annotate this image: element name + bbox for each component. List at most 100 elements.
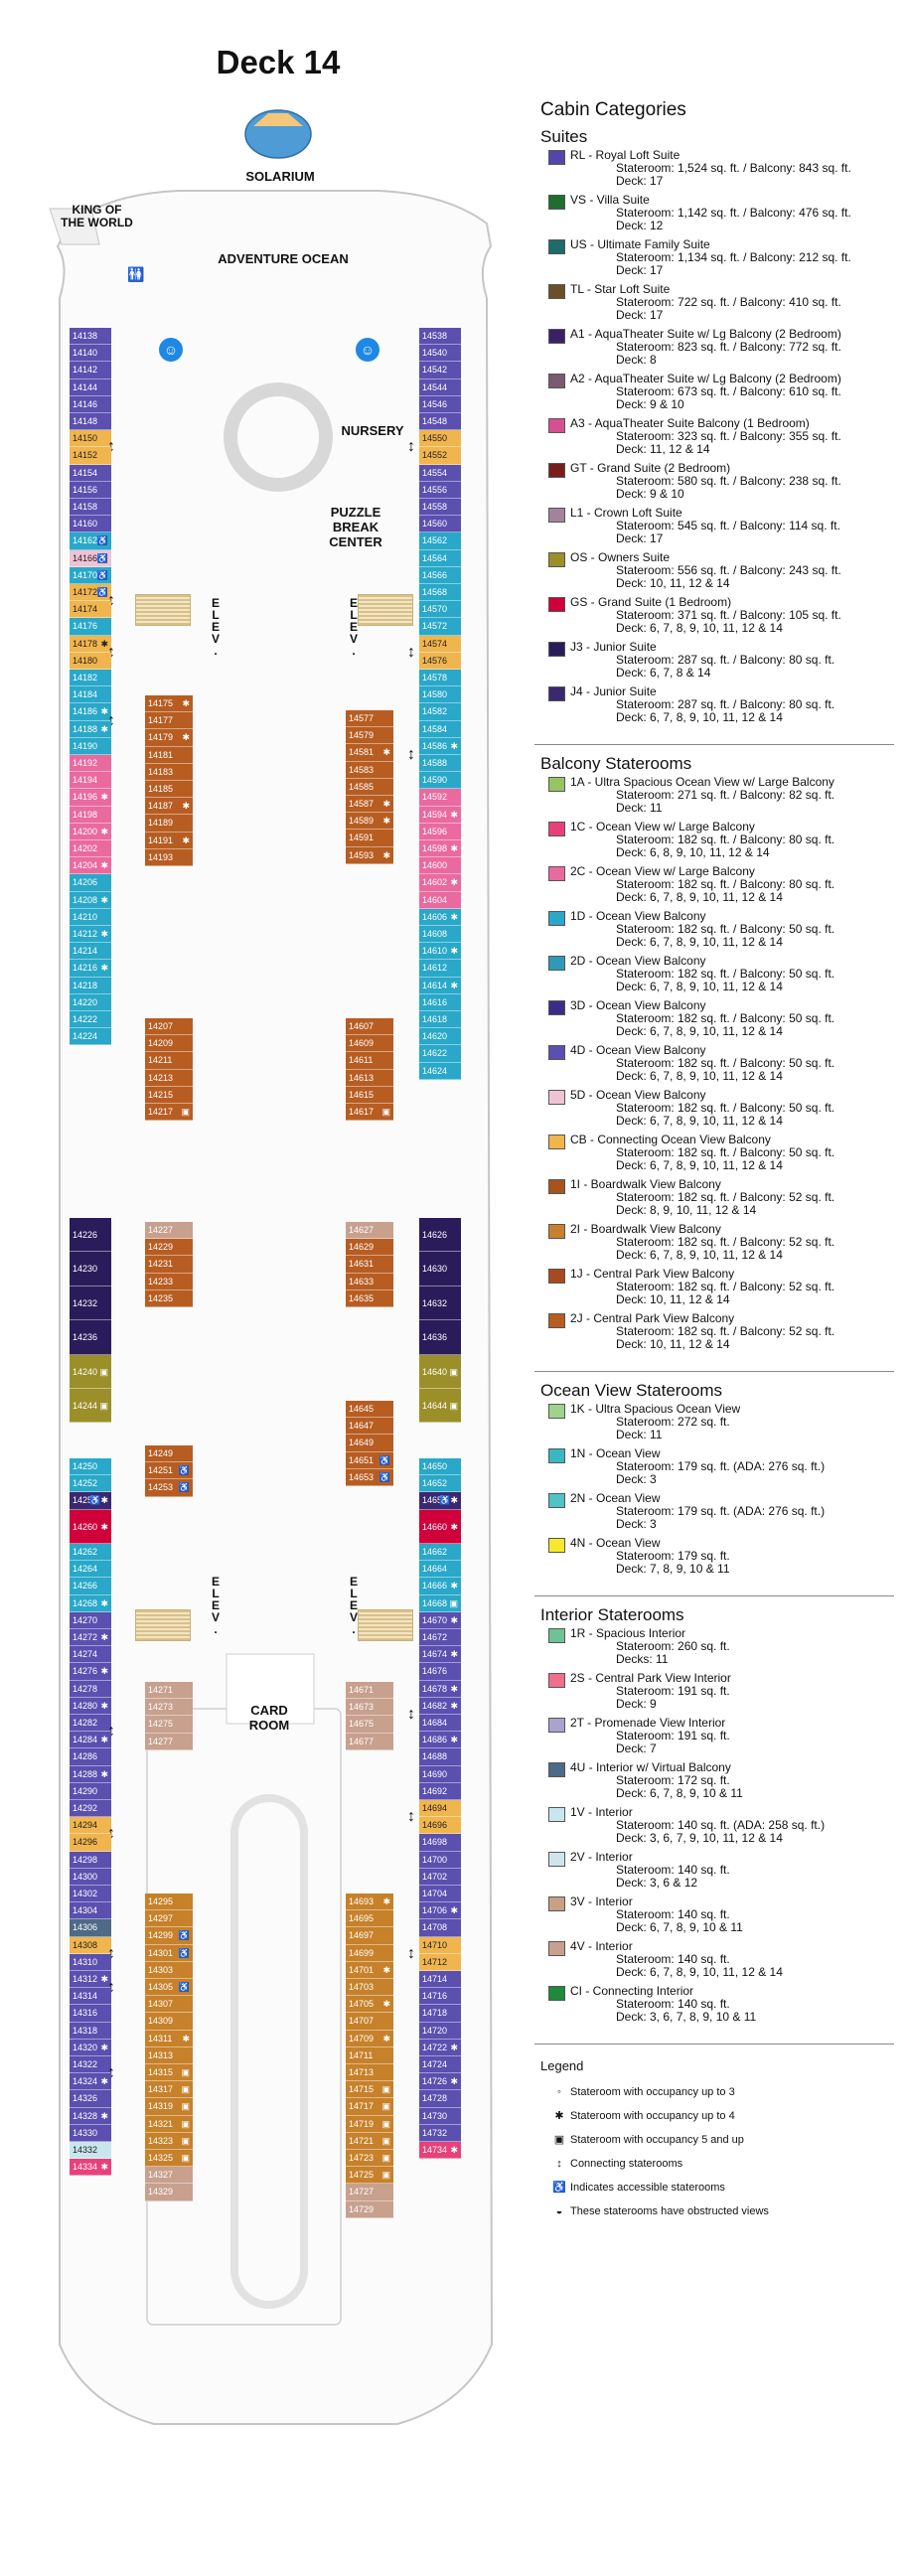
cabin-14172[interactable]: 14172♿ bbox=[70, 584, 111, 602]
cabin-14580[interactable]: 14580 bbox=[419, 686, 461, 704]
cabin-14251[interactable]: 14251♿ bbox=[145, 1462, 193, 1480]
cabin-14264[interactable]: 14264 bbox=[70, 1561, 111, 1579]
cabin-14616[interactable]: 14616 bbox=[419, 993, 461, 1011]
cabin-14674[interactable]: 14674✱ bbox=[419, 1646, 461, 1664]
cabin-14546[interactable]: 14546 bbox=[419, 395, 461, 413]
cabin-14626[interactable]: 14626 bbox=[419, 1218, 461, 1253]
cabin-14614[interactable]: 14614✱ bbox=[419, 977, 461, 994]
cabin-14556[interactable]: 14556 bbox=[419, 481, 461, 499]
cabin-14316[interactable]: 14316 bbox=[70, 2005, 111, 2023]
cabin-14604[interactable]: 14604 bbox=[419, 891, 461, 909]
cabin-14583[interactable]: 14583 bbox=[346, 761, 393, 779]
cabin-14548[interactable]: 14548 bbox=[419, 413, 461, 431]
cabin-14668[interactable]: 14668▣ bbox=[419, 1594, 461, 1612]
cabin-14635[interactable]: 14635 bbox=[346, 1289, 393, 1307]
cabin-14148[interactable]: 14148 bbox=[70, 413, 111, 431]
cabin-14160[interactable]: 14160 bbox=[70, 516, 111, 533]
cabin-14276[interactable]: 14276✱ bbox=[70, 1663, 111, 1681]
cabin-14632[interactable]: 14632 bbox=[419, 1286, 461, 1321]
cabin-14307[interactable]: 14307 bbox=[145, 1996, 193, 2014]
cabin-14707[interactable]: 14707 bbox=[346, 2013, 393, 2031]
cabin-14208[interactable]: 14208✱ bbox=[70, 891, 111, 909]
cabin-14607[interactable]: 14607 bbox=[346, 1018, 393, 1036]
cabin-14294[interactable]: 14294 bbox=[70, 1817, 111, 1835]
cabin-14202[interactable]: 14202 bbox=[70, 840, 111, 858]
cabin-14606[interactable]: 14606✱ bbox=[419, 908, 461, 926]
cabin-14271[interactable]: 14271 bbox=[145, 1682, 193, 1700]
cabin-14598[interactable]: 14598✱ bbox=[419, 840, 461, 858]
cabin-14702[interactable]: 14702 bbox=[419, 1868, 461, 1886]
cabin-14715[interactable]: 14715▣ bbox=[346, 2081, 393, 2099]
cabin-14723[interactable]: 14723▣ bbox=[346, 2150, 393, 2168]
cabin-14631[interactable]: 14631 bbox=[346, 1256, 393, 1274]
cabin-14552[interactable]: 14552 bbox=[419, 447, 461, 465]
cabin-14296[interactable]: 14296 bbox=[70, 1834, 111, 1852]
cabin-14217[interactable]: 14217▣ bbox=[145, 1104, 193, 1122]
cabin-14250[interactable]: 14250 bbox=[70, 1458, 111, 1476]
cabin-14652[interactable]: 14652 bbox=[419, 1475, 461, 1493]
cabin-14630[interactable]: 14630 bbox=[419, 1252, 461, 1287]
cabin-14212[interactable]: 14212✱ bbox=[70, 926, 111, 944]
cabin-14649[interactable]: 14649 bbox=[346, 1435, 393, 1452]
cabin-14229[interactable]: 14229 bbox=[145, 1239, 193, 1257]
cabin-14672[interactable]: 14672 bbox=[419, 1629, 461, 1647]
cabin-14235[interactable]: 14235 bbox=[145, 1289, 193, 1307]
cabin-14288[interactable]: 14288✱ bbox=[70, 1765, 111, 1783]
cabin-14675[interactable]: 14675 bbox=[346, 1716, 393, 1734]
cabin-14574[interactable]: 14574 bbox=[419, 635, 461, 653]
cabin-14594[interactable]: 14594✱ bbox=[419, 806, 461, 824]
cabin-14729[interactable]: 14729 bbox=[346, 2200, 393, 2218]
cabin-14688[interactable]: 14688 bbox=[419, 1748, 461, 1766]
cabin-14170[interactable]: 14170♿ bbox=[70, 566, 111, 584]
cabin-14156[interactable]: 14156 bbox=[70, 481, 111, 499]
cabin-14710[interactable]: 14710 bbox=[419, 1936, 461, 1954]
cabin-14209[interactable]: 14209 bbox=[145, 1035, 193, 1053]
cabin-14610[interactable]: 14610✱ bbox=[419, 943, 461, 961]
cabin-14193[interactable]: 14193 bbox=[145, 848, 193, 866]
cabin-14180[interactable]: 14180 bbox=[70, 652, 111, 670]
cabin-14266[interactable]: 14266 bbox=[70, 1578, 111, 1595]
cabin-14611[interactable]: 14611 bbox=[346, 1052, 393, 1070]
cabin-14254[interactable]: 14254♿✱ bbox=[70, 1492, 111, 1510]
cabin-14712[interactable]: 14712 bbox=[419, 1953, 461, 1971]
cabin-14588[interactable]: 14588 bbox=[419, 755, 461, 773]
cabin-14232[interactable]: 14232 bbox=[70, 1286, 111, 1321]
cabin-14544[interactable]: 14544 bbox=[419, 379, 461, 396]
cabin-14327[interactable]: 14327 bbox=[145, 2167, 193, 2185]
cabin-14660[interactable]: 14660✱ bbox=[419, 1509, 461, 1544]
cabin-14697[interactable]: 14697 bbox=[346, 1927, 393, 1945]
cabin-14620[interactable]: 14620 bbox=[419, 1028, 461, 1046]
cabin-14627[interactable]: 14627 bbox=[346, 1222, 393, 1240]
cabin-14186[interactable]: 14186✱ bbox=[70, 703, 111, 721]
cabin-14190[interactable]: 14190 bbox=[70, 737, 111, 755]
cabin-14677[interactable]: 14677 bbox=[346, 1733, 393, 1750]
cabin-14321[interactable]: 14321▣ bbox=[145, 2115, 193, 2133]
cabin-14654[interactable]: 14654♿✱ bbox=[419, 1492, 461, 1510]
cabin-14236[interactable]: 14236 bbox=[70, 1320, 111, 1355]
cabin-14231[interactable]: 14231 bbox=[145, 1256, 193, 1274]
cabin-14226[interactable]: 14226 bbox=[70, 1218, 111, 1253]
cabin-14568[interactable]: 14568 bbox=[419, 584, 461, 602]
cabin-14613[interactable]: 14613 bbox=[346, 1069, 393, 1087]
cabin-14282[interactable]: 14282 bbox=[70, 1715, 111, 1733]
cabin-14322[interactable]: 14322 bbox=[70, 2056, 111, 2074]
cabin-14587[interactable]: 14587✱ bbox=[346, 796, 393, 814]
cabin-14144[interactable]: 14144 bbox=[70, 379, 111, 396]
cabin-14694[interactable]: 14694 bbox=[419, 1800, 461, 1818]
cabin-14716[interactable]: 14716 bbox=[419, 1988, 461, 2006]
cabin-14305[interactable]: 14305♿ bbox=[145, 1979, 193, 1997]
cabin-14584[interactable]: 14584 bbox=[419, 720, 461, 738]
cabin-14718[interactable]: 14718 bbox=[419, 2005, 461, 2023]
cabin-14184[interactable]: 14184 bbox=[70, 686, 111, 704]
cabin-14262[interactable]: 14262 bbox=[70, 1544, 111, 1562]
cabin-14298[interactable]: 14298 bbox=[70, 1851, 111, 1869]
cabin-14617[interactable]: 14617▣ bbox=[346, 1104, 393, 1122]
cabin-14323[interactable]: 14323▣ bbox=[145, 2132, 193, 2150]
cabin-14188[interactable]: 14188✱ bbox=[70, 720, 111, 738]
cabin-14319[interactable]: 14319▣ bbox=[145, 2098, 193, 2116]
cabin-14596[interactable]: 14596 bbox=[419, 823, 461, 840]
cabin-14624[interactable]: 14624 bbox=[419, 1062, 461, 1080]
cabin-14538[interactable]: 14538 bbox=[419, 328, 461, 346]
cabin-14726[interactable]: 14726✱ bbox=[419, 2073, 461, 2091]
cabin-14301[interactable]: 14301♿ bbox=[145, 1944, 193, 1962]
